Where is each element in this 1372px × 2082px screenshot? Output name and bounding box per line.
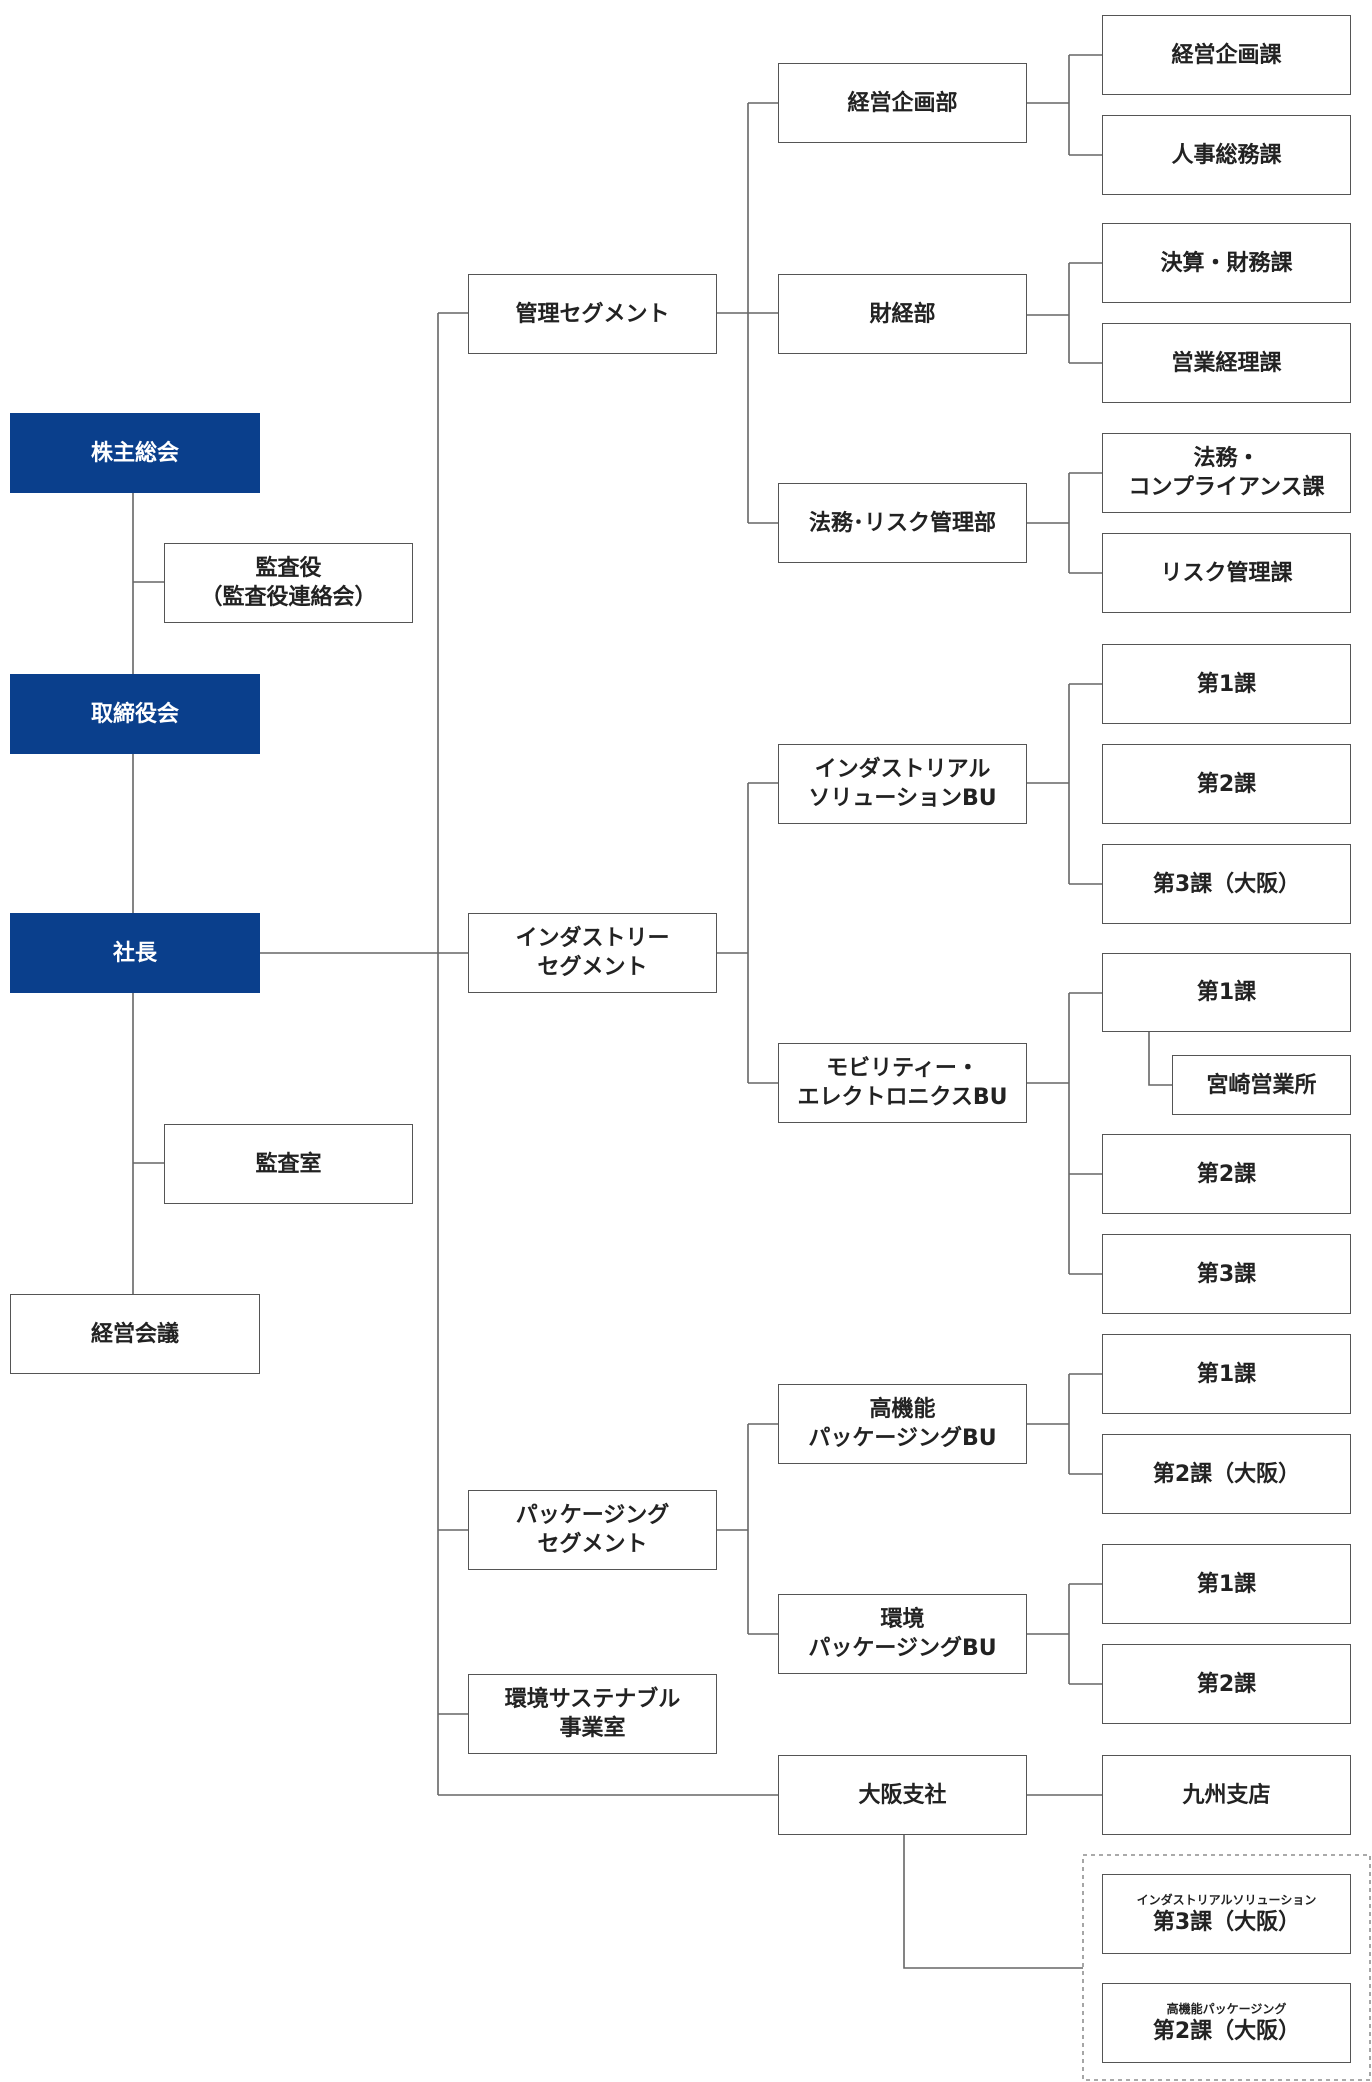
industrial-solution-bu-box: インダストリアルソリューションBU [778,744,1027,824]
label: 取締役会 [90,701,179,727]
label: 株主総会 [90,440,179,466]
label: 管理セグメント [515,301,670,327]
accounting-section-box: 決算・財務課 [1102,223,1351,303]
label-line: パッケージング [515,1503,670,1528]
planning-section-box: 経営企画課 [1102,15,1351,95]
label-line: 高機能 [869,1397,936,1422]
label: 人事総務課 [1171,142,1282,168]
label: 第1課 [1196,980,1257,1005]
label-line: エレクトロニクスBU [797,1085,1008,1110]
label-line: コンプライアンス課 [1128,475,1325,500]
label: 九州支店 [1182,1782,1271,1808]
audit-office-box: 監査室 [164,1124,413,1204]
hr-section-box: 人事総務課 [1102,115,1351,195]
label: 第3課（大阪） [1152,871,1301,897]
label: 法務･リスク管理部 [808,510,996,536]
label-sub: 高機能パッケージング [1166,2001,1287,2016]
label: 経営企画部 [847,90,958,116]
high-function-packaging-bu-box: 高機能パッケージングBU [778,1384,1027,1464]
label: 財経部 [869,301,936,327]
compliance-section-box: 法務・コンプライアンス課 [1102,433,1351,513]
label: リスク管理課 [1160,560,1293,586]
label-main: 第2課（大阪） [1152,2018,1301,2044]
label: 第1課 [1196,1361,1257,1387]
label: 宮崎営業所 [1206,1072,1317,1098]
label-line: （監査役連絡会） [200,585,377,610]
label: 営業経理課 [1171,350,1282,376]
label-sub: インダストリアルソリューション [1136,1892,1317,1907]
label-line: 環境 [880,1607,925,1632]
label-line: インダストリー [515,926,670,951]
admin-segment-box: 管理セグメント [468,274,717,354]
hfp-section-1-box: 第1課 [1102,1334,1351,1414]
industry-segment-box: インダストリーセグメント [468,913,717,993]
isbu-section-3-box: 第3課（大阪） [1102,844,1351,924]
label-line: 監査役 [255,556,322,581]
environment-packaging-bu-box: 環境パッケージングBU [778,1594,1027,1674]
env-section-2-box: 第2課 [1102,1644,1351,1724]
label-line: パッケージングBU [808,1636,997,1661]
biz-accounting-section-box: 営業経理課 [1102,323,1351,403]
packaging-segment-box: パッケージングセグメント [468,1490,717,1570]
label: 社長 [112,940,157,966]
label-line: セグメント [537,955,648,980]
label-main: 第3課（大阪） [1152,1909,1301,1935]
mebu-section-2-box: 第2課 [1102,1134,1351,1214]
label-line: 環境サステナブル [504,1687,681,1712]
label: 大阪支社 [858,1782,947,1808]
planning-dept-box: 経営企画部 [778,63,1027,143]
label-line: ソリューションBU [808,786,997,811]
mebu-section-3-box: 第3課 [1102,1234,1351,1314]
env-section-1-box: 第1課 [1102,1544,1351,1624]
president-box: 社長 [10,913,260,993]
mebu-section-1-box: 第1課 [1102,953,1351,1032]
label-line: セグメント [537,1532,648,1557]
isbu-section-1-box: 第1課 [1102,644,1351,724]
sustainable-office-box: 環境サステナブル事業室 [468,1674,717,1754]
risk-section-box: リスク管理課 [1102,533,1351,613]
label: 第1課 [1196,671,1257,697]
management-meeting-box: 経営会議 [10,1294,260,1374]
board-box: 取締役会 [10,674,260,754]
label: 第1課 [1196,1571,1257,1597]
label-line: 事業室 [559,1716,626,1741]
label-line: インダストリアル [814,757,991,782]
label: 決算・財務課 [1160,250,1293,276]
label: 経営企画課 [1171,42,1282,68]
kyushu-branch-box: 九州支店 [1102,1755,1351,1835]
label: 第2課 [1196,1161,1257,1187]
label-line: モビリティー・ [826,1056,979,1081]
auditor-box: 監査役 （監査役連絡会） [164,543,413,623]
label: 第2課 [1196,1671,1257,1697]
isbu-section-2-box: 第2課 [1102,744,1351,824]
hfp-section-2-box: 第2課（大阪） [1102,1434,1351,1514]
label-line: パッケージングBU [808,1426,997,1451]
osaka-hfp-section-box: 高機能パッケージング第2課（大阪） [1102,1983,1351,2063]
label: 第2課（大阪） [1152,1461,1301,1487]
shareholders-meeting-box: 株主総会 [10,413,260,493]
label: 第2課 [1196,771,1257,797]
label: 監査室 [255,1151,322,1177]
osaka-is-section-box: インダストリアルソリューション第3課（大阪） [1102,1874,1351,1954]
mobility-electronics-bu-box: モビリティー・エレクトロニクスBU [778,1043,1027,1123]
miyazaki-office-box: 宮崎営業所 [1172,1055,1351,1115]
legal-dept-box: 法務･リスク管理部 [778,483,1027,563]
label: 経営会議 [90,1321,179,1347]
label: 第3課 [1196,1261,1257,1287]
label-line: 法務・ [1193,446,1260,471]
finance-dept-box: 財経部 [778,274,1027,354]
osaka-branch-box: 大阪支社 [778,1755,1027,1835]
